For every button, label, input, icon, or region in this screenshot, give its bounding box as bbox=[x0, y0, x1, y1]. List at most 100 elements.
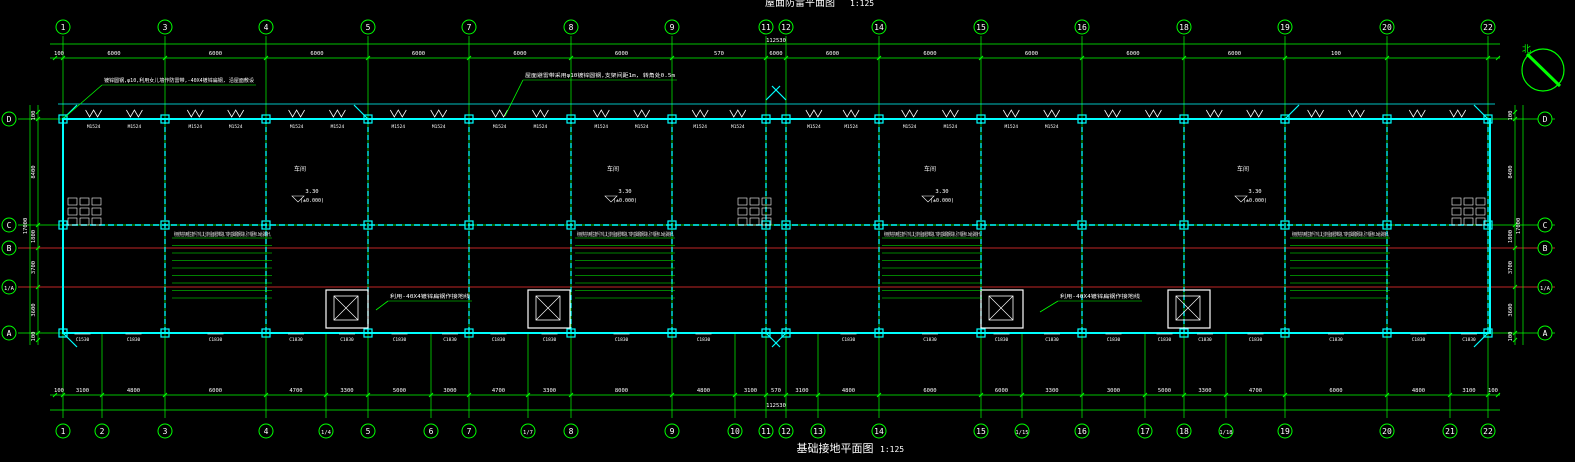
axis-bubble-label: 11 bbox=[761, 427, 771, 436]
dimension-tick bbox=[35, 245, 41, 251]
column-pad bbox=[1280, 220, 1290, 230]
axis-bubble-top bbox=[461, 19, 477, 35]
axis-bubble-label: 20 bbox=[1382, 23, 1392, 32]
fixture bbox=[1451, 217, 1462, 226]
fixture bbox=[67, 217, 78, 226]
top-title-scale: 1:125 bbox=[850, 0, 874, 8]
axis-bubble-label: 1/18 bbox=[1219, 430, 1232, 436]
window-symbol bbox=[729, 109, 747, 118]
window-label-bottom: C1830 bbox=[209, 337, 223, 343]
dimension-tick bbox=[1512, 284, 1518, 290]
dimension-tick bbox=[263, 55, 269, 61]
bottom-dimension-text: 4800 bbox=[697, 388, 710, 394]
dimension-tick bbox=[1079, 392, 1085, 398]
dimension-tick bbox=[669, 55, 675, 61]
axis-bubble-label: A bbox=[7, 329, 12, 338]
fixture bbox=[91, 207, 102, 216]
column-pad bbox=[781, 220, 791, 230]
fixture bbox=[1475, 207, 1486, 216]
note-text: 利用结构柱内两根主筋作引下线,其上端与屋面避雷带焊接,下端与基础钢筋网焊接,引下… bbox=[577, 231, 675, 238]
callout-text: 利用-40X4镀锌扁钢作接地线 bbox=[390, 293, 470, 300]
window-label-bottom: C1830 bbox=[842, 337, 856, 343]
window-label-bottom: C1830 bbox=[615, 337, 629, 343]
window-symbol bbox=[633, 109, 651, 118]
dimension-tick bbox=[525, 392, 531, 398]
bottom-dimension-text: 3000 bbox=[1107, 388, 1120, 394]
fixture bbox=[761, 217, 772, 226]
note-text: 利用结构柱内两根主筋作引下线,其上端与屋面避雷带焊接,下端与基础钢筋网焊接,引下… bbox=[174, 231, 272, 238]
axis-bubble-label: 20 bbox=[1382, 427, 1392, 436]
window-label-bottom: C1830 bbox=[340, 337, 354, 343]
column-pad bbox=[1077, 220, 1087, 230]
dimension-tick bbox=[1282, 55, 1288, 61]
dimension-tick bbox=[99, 392, 105, 398]
room-level: 3.30 bbox=[1248, 189, 1261, 195]
axis-bubble-bottom bbox=[1480, 423, 1496, 439]
top-dimension-text: 6000 bbox=[615, 51, 628, 57]
room-level-sub: (±0.000) bbox=[930, 198, 954, 204]
dimension-tick bbox=[1485, 392, 1491, 398]
bottom-dimension-text: 6000 bbox=[1329, 388, 1342, 394]
axis-bubble-label: 1/A bbox=[4, 286, 15, 292]
bottom-dimension-text: 8000 bbox=[615, 388, 628, 394]
window-symbol bbox=[1205, 109, 1223, 118]
window-symbol bbox=[85, 109, 102, 118]
window-symbol bbox=[430, 109, 448, 118]
window-label-bottom: C1830 bbox=[1329, 337, 1343, 343]
dimension-tick bbox=[466, 392, 472, 398]
bottom-dimension-text: 4800 bbox=[127, 388, 140, 394]
dimension-tick bbox=[35, 116, 41, 122]
axis-bubble-label: 11 bbox=[761, 23, 771, 32]
dimension-tick bbox=[1447, 392, 1453, 398]
window-symbol bbox=[1002, 109, 1020, 118]
side-dimension-text: 3700 bbox=[1508, 261, 1514, 274]
fixture bbox=[1463, 197, 1474, 206]
dimension-tick bbox=[1282, 392, 1288, 398]
level-mark bbox=[291, 195, 305, 203]
bottom-dimension-text: 3100 bbox=[795, 388, 808, 394]
top-dimension-text: 6000 bbox=[1228, 51, 1241, 57]
window-label: M1524 bbox=[595, 124, 609, 130]
dimension-tick bbox=[783, 55, 789, 61]
fixture bbox=[761, 197, 772, 206]
stair-box bbox=[527, 289, 571, 329]
top-dimension-text: 6000 bbox=[769, 51, 782, 57]
axis-bubble-row bbox=[1, 240, 17, 256]
axis-bubble-bottom bbox=[258, 423, 274, 439]
axis-bubble-bottom bbox=[871, 423, 887, 439]
axis-bubble-label: 9 bbox=[670, 23, 675, 32]
room-level-sub: (±0.000) bbox=[300, 198, 324, 204]
axis-bubble-bottom bbox=[727, 423, 743, 439]
room-level-sub: (±0.000) bbox=[1243, 198, 1267, 204]
axis-bubble-top bbox=[778, 19, 794, 35]
dimension-tick bbox=[1079, 55, 1085, 61]
window-label-bottom: C1830 bbox=[127, 337, 141, 343]
fixture bbox=[67, 207, 78, 216]
axis-bubble-bottom bbox=[55, 423, 71, 439]
window-label-bottom: C1530 bbox=[76, 337, 90, 343]
callout-leader bbox=[63, 84, 103, 119]
window-symbol bbox=[842, 109, 860, 118]
dimension-tick bbox=[1512, 109, 1518, 115]
fixture bbox=[79, 207, 90, 216]
callout-text: 镀锌圆钢,φ10,利用女儿墙作防雷带,-40X4镀锌扁钢, 沿屋面敷设 bbox=[104, 77, 254, 84]
axis-bubble-row bbox=[1537, 279, 1553, 295]
side-dimension-text: 3600 bbox=[31, 303, 37, 316]
north-arrow: 北 bbox=[1521, 44, 1565, 92]
axis-bubble-bottom bbox=[778, 423, 794, 439]
dimension-tick bbox=[35, 109, 41, 115]
window-symbol bbox=[227, 109, 245, 118]
room-name: 车间 bbox=[1237, 165, 1249, 173]
dimension-tick bbox=[323, 392, 329, 398]
window-symbol bbox=[491, 109, 508, 118]
fixture bbox=[91, 217, 102, 226]
dimension-tick bbox=[1512, 337, 1518, 343]
top-dimension-text: 6000 bbox=[1025, 51, 1038, 57]
note-text: 利用结构柱内两根主筋作引下线,其上端与屋面避雷带焊接,下端与基础钢筋网焊接,引下… bbox=[1292, 231, 1390, 238]
window-label: M1524 bbox=[128, 124, 142, 130]
stair-box bbox=[1167, 289, 1211, 329]
axis-bubble-label: 6 bbox=[429, 427, 434, 436]
bottom-dimension-text: 4700 bbox=[492, 388, 505, 394]
strike-line bbox=[765, 85, 781, 101]
bottom-dimension-text: 3300 bbox=[1198, 388, 1211, 394]
